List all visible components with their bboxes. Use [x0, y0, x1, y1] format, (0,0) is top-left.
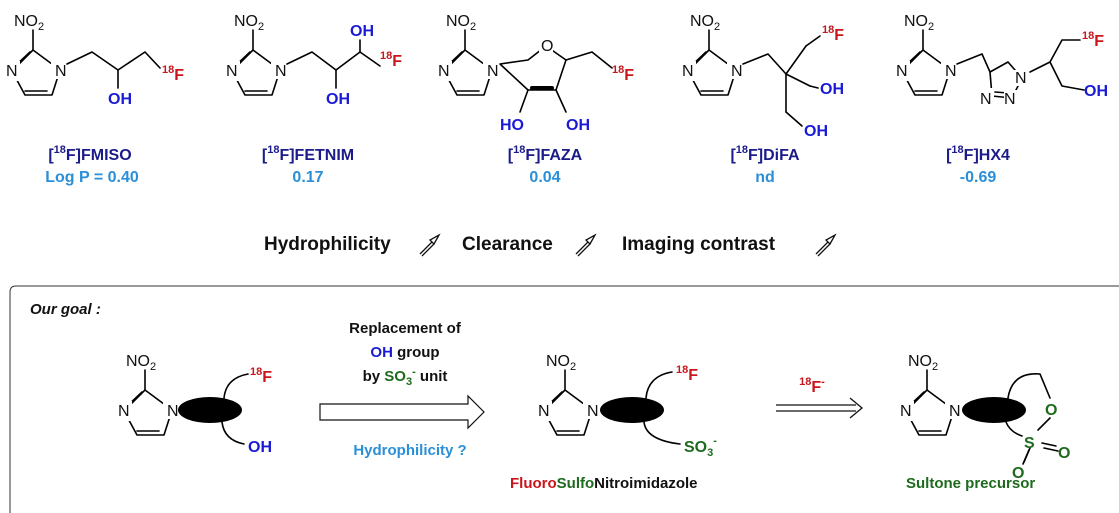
tracer-name-fetnim: [18F]FETNIM: [262, 144, 354, 164]
hydroxyl-label: OH: [1084, 83, 1108, 100]
increase-arrow-icon: [575, 233, 597, 257]
structure-generic-tracer: NO2 N N 18F OH: [113, 353, 272, 456]
no2-label: NO2: [690, 13, 720, 33]
sulfonate-label: SO3-: [684, 435, 717, 459]
ring-n3-label: N: [6, 63, 18, 80]
fluorine-18-label: 18F: [822, 24, 844, 44]
ring-n1-label: N: [275, 63, 287, 80]
structure-faza: NO2 N N O HO OH 18F: [433, 13, 634, 134]
no2-label: NO2: [14, 13, 44, 33]
hydroxyl-label: OH: [248, 439, 272, 456]
logp-fmiso: Log P = 0.40: [45, 169, 139, 186]
fluoride-label: 18F-: [799, 376, 825, 396]
fluorine-18-label: 18F: [380, 50, 402, 70]
hydroxyl-label: OH: [804, 123, 828, 140]
trend-clearance: Clearance: [462, 234, 553, 255]
logp-hx4: -0.69: [960, 169, 997, 186]
ring-n3-label: N: [538, 403, 550, 420]
radiofluorination-step: 18F-: [776, 376, 864, 419]
ring-n1-label: N: [945, 63, 957, 80]
no2-label: NO2: [234, 13, 264, 33]
logp-fetnim: 0.17: [292, 169, 323, 186]
hydrophilicity-question: Hydrophilicity ?: [353, 442, 466, 459]
sulfonyl-oxygen-label: O: [1012, 465, 1024, 482]
linker-scaffold: [962, 397, 1026, 423]
logp-faza: 0.04: [529, 169, 560, 186]
hydroxyl-label: HO: [500, 117, 524, 134]
ring-n1-label: N: [55, 63, 67, 80]
replacement-caption-line3: by SO3- unit: [363, 366, 448, 388]
structure-hx4: NO2 N N N N N 18F OH: [891, 13, 1108, 108]
logp-difa: nd: [755, 169, 775, 186]
ring-n3-label: N: [682, 63, 694, 80]
ring-n1-label: N: [487, 63, 499, 80]
no2-label: NO2: [446, 13, 476, 33]
no2-label: NO2: [126, 353, 156, 373]
increase-arrow-icon: [419, 233, 441, 257]
no2-label: NO2: [546, 353, 576, 373]
linker-scaffold: [178, 397, 242, 423]
replacement-caption-line1: Replacement of: [349, 320, 462, 337]
structure-fluorosulfo-nitroimidazole: NO2 N N 18F SO3- FluoroSulfoNitroimidazo…: [510, 353, 717, 492]
product-name: FluoroSulfoNitroimidazole: [510, 475, 698, 492]
sulfonyl-oxygen-label: O: [1058, 445, 1070, 462]
ring-n1-label: N: [587, 403, 599, 420]
ring-n1-label: N: [949, 403, 961, 420]
tracer-name-faza: [18F]FAZA: [508, 144, 583, 164]
ring-n3-label: N: [118, 403, 130, 420]
hydroxyl-label: OH: [326, 91, 350, 108]
ring-n3-label: N: [900, 403, 912, 420]
structure-fetnim: NO2 N N OH OH 18F: [221, 13, 402, 108]
double-arrow-icon: [776, 397, 864, 419]
hydroxyl-label: OH: [566, 117, 590, 134]
triazole-n1-label: N: [1015, 70, 1027, 87]
sulfur-label: S: [1024, 435, 1035, 452]
tracer-name-hx4: [18F]HX4: [946, 144, 1010, 164]
fluorine-18-label: 18F: [1082, 30, 1104, 50]
goal-panel: Our goal : NO2 N N 18F OH Replacement of…: [9, 285, 1119, 513]
hollow-arrow-icon: [319, 394, 485, 430]
hydroxyl-label: OH: [820, 81, 844, 98]
triazole-n3-label: N: [980, 91, 992, 108]
replacement-caption-line2: OH group: [370, 344, 439, 361]
no2-label: NO2: [904, 13, 934, 33]
trend-hydrophilicity: Hydrophilicity: [264, 234, 391, 255]
structure-sultone-precursor: NO2 N N O S O O Sultone precursor: [895, 353, 1070, 492]
ring-oxygen-label: O: [541, 38, 553, 55]
hydroxyl-label: OH: [108, 91, 132, 108]
fluorine-18-label: 18F: [162, 64, 184, 84]
ring-n3-label: N: [896, 63, 908, 80]
ring-oxygen-label: O: [1045, 402, 1057, 419]
replacement-step: Replacement of OH group by SO3- unit Hyd…: [319, 320, 485, 459]
tracer-name-difa: [18F]DiFA: [730, 144, 800, 164]
hydroxyl-label: OH: [350, 23, 374, 40]
no2-label: NO2: [908, 353, 938, 373]
goal-title: Our goal :: [30, 301, 101, 318]
precursor-name: Sultone precursor: [906, 475, 1035, 492]
fluorine-18-label: 18F: [676, 364, 698, 384]
triazole-n2-label: N: [1004, 91, 1016, 108]
structure-fmiso: NO2 N N OH 18F: [1, 13, 184, 108]
trend-row: Hydrophilicity Clearance Imaging contras…: [264, 233, 837, 257]
ring-n1-label: N: [731, 63, 743, 80]
increase-arrow-icon: [815, 233, 837, 257]
fluorine-18-label: 18F: [250, 366, 272, 386]
tracer-name-fmiso: [18F]FMISO: [48, 144, 131, 164]
ring-n3-label: N: [438, 63, 450, 80]
trend-imaging-contrast: Imaging contrast: [622, 234, 776, 255]
ring-n3-label: N: [226, 63, 238, 80]
structure-difa: NO2 N N 18F OH OH: [677, 13, 844, 140]
linker-scaffold: [600, 397, 664, 423]
fluorine-18-label: 18F: [612, 64, 634, 84]
ring-n1-label: N: [167, 403, 179, 420]
tracer-labels: [18F]FMISO Log P = 0.40 [18F]FETNIM 0.17…: [45, 144, 1010, 186]
